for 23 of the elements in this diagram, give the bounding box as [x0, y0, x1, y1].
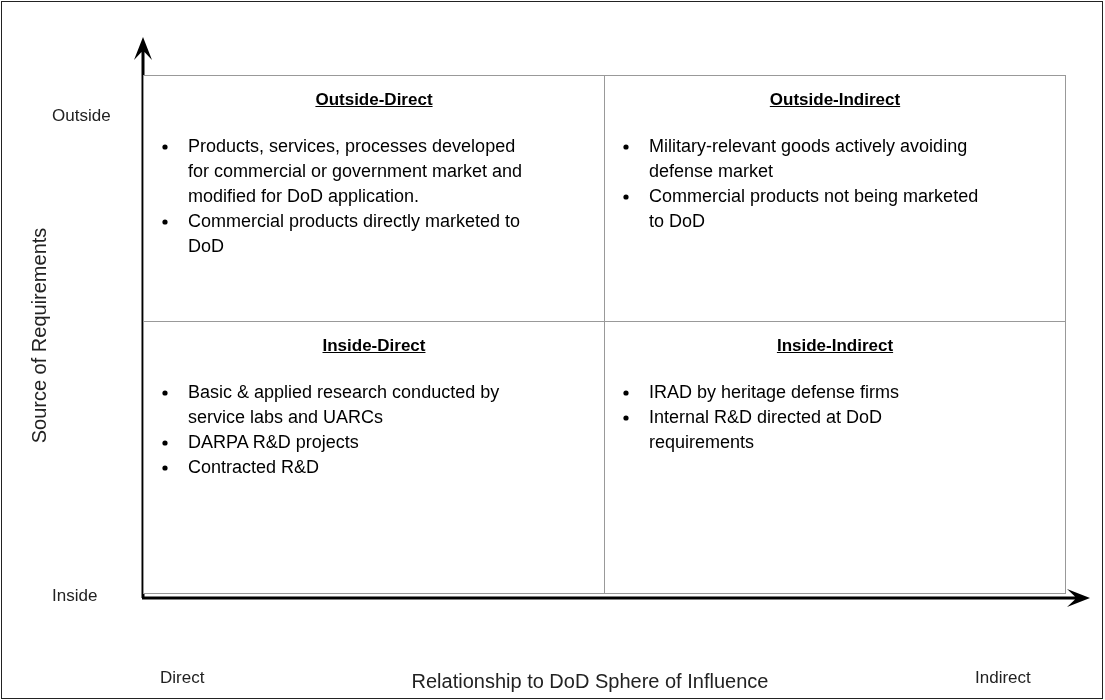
- bullet-text: Basic & applied research conducted by service labs and UARCs: [188, 381, 501, 429]
- quadrant-box: [143, 75, 605, 322]
- bullet-text: Internal R&D directed at DoD requirements: [649, 406, 884, 454]
- bullet-text: IRAD by heritage defense firms: [649, 381, 901, 404]
- bullet-text: Commercial products not being marketed to DoD: [649, 185, 980, 233]
- axis-title: Relationship to DoD Sphere of Influence: [411, 670, 769, 693]
- bullet-text: DARPA R&D projects: [188, 431, 360, 454]
- axis-tick-label: Inside: [52, 586, 98, 606]
- quadrant-heading: Inside-Direct: [321, 336, 427, 356]
- axis-title: Source of Requirements: [28, 227, 52, 443]
- quadrant-heading: Outside-Direct: [314, 90, 434, 110]
- axis-tick-label: Outside: [52, 106, 111, 126]
- quadrant-heading: Outside-Indirect: [768, 90, 902, 110]
- quadrant-heading: Inside-Indirect: [775, 336, 895, 356]
- quadrant-box: [143, 321, 605, 594]
- quadrant-box: [604, 321, 1066, 594]
- bullet-text: Contracted R&D: [188, 456, 321, 479]
- bullet-text: Military-relevant goods actively avoiding defense market: [649, 135, 969, 183]
- bullet-text: Products, services, processes developed for commercial or government market and modified for DoD application.: [188, 135, 524, 208]
- axis-tick-label: Direct: [160, 668, 205, 688]
- quadrant-box: [604, 75, 1066, 322]
- bullet-text: Commercial products directly marketed to DoD: [188, 210, 522, 258]
- axis-tick-label: Indirect: [975, 668, 1031, 688]
